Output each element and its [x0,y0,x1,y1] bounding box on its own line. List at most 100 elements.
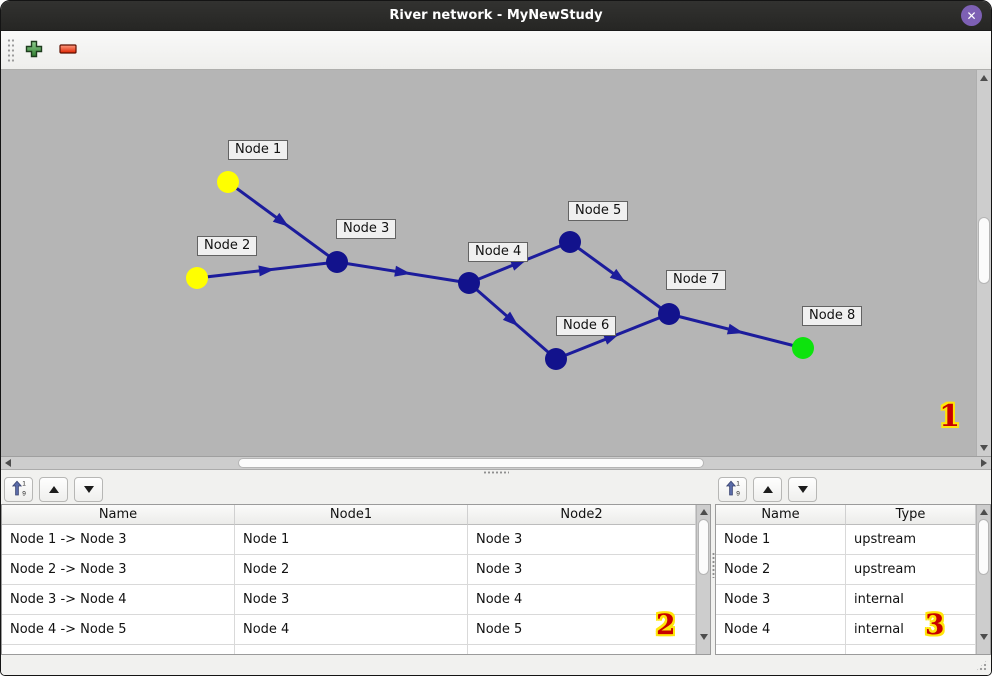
node-label[interactable]: Node 7 [666,270,727,290]
triangle-up-icon [48,485,59,493]
scroll-down-arrow[interactable] [977,441,991,455]
table-cell[interactable]: upstream [846,555,976,585]
scroll-down-arrow[interactable] [697,630,710,644]
column-header[interactable]: Name [2,505,235,525]
scroll-left-arrow[interactable] [1,457,15,469]
table-cell[interactable]: internal [846,615,976,645]
svg-text:1: 1 [22,480,26,487]
table-cell[interactable]: internal [846,585,976,615]
node-label[interactable]: Node 5 [568,201,629,221]
move-up-button[interactable] [753,476,782,502]
scroll-down-arrow[interactable] [977,630,990,644]
table-cell[interactable]: Node 3 [235,585,468,615]
nodes-table-scrollbar[interactable] [976,505,990,654]
table-cell[interactable]: Node 3 [468,555,696,585]
add-button[interactable] [25,40,43,61]
move-down-button[interactable] [74,476,103,502]
table-cell[interactable]: Node 1 [235,525,468,555]
column-header[interactable]: Node2 [468,505,696,525]
table-cell[interactable]: Node 1 -> Node 3 [2,525,235,555]
table-cell[interactable]: upstream [846,525,976,555]
scroll-thumb[interactable] [698,519,709,575]
node-label[interactable]: Node 8 [802,306,863,326]
links-toolbar: 1 9 [1,474,711,504]
triangle-down-icon [980,445,988,451]
resize-grip-icon[interactable] [975,659,988,672]
sort-button[interactable]: 1 9 [4,476,33,502]
node-label[interactable]: Node 4 [468,242,529,262]
remove-button[interactable] [59,43,77,58]
column-header[interactable]: Name [716,505,846,525]
table-cell[interactable]: Node 3 [468,525,696,555]
scroll-up-arrow[interactable] [697,505,710,519]
links-table-scrollbar[interactable] [696,505,710,654]
svg-text:9: 9 [22,490,26,497]
node-label[interactable]: Node 1 [228,140,289,160]
close-button[interactable]: ✕ [961,5,982,26]
move-up-button[interactable] [39,476,68,502]
node-label[interactable]: Node 6 [556,316,617,336]
river-node[interactable] [326,251,348,273]
horizontal-scroll-thumb[interactable] [238,458,704,468]
empty-cell [846,645,976,654]
svg-text:9: 9 [736,490,740,497]
table-cell[interactable]: Node 1 [716,525,846,555]
window-title: River network - MyNewStudy [389,8,603,23]
table-cell[interactable]: Node 4 [468,585,696,615]
river-node[interactable] [559,231,581,253]
river-node[interactable] [545,348,567,370]
river-node[interactable] [658,303,680,325]
table-cell[interactable]: Node 4 [716,615,846,645]
flow-direction-arrow-icon [609,268,626,283]
triangle-up-icon [980,75,988,81]
sort-ascending-icon: 1 9 [10,479,28,500]
canvas-vertical-scrollbar[interactable] [976,70,991,456]
move-down-button[interactable] [788,476,817,502]
column-header[interactable]: Type [846,505,976,525]
table-cell[interactable]: Node 3 [716,585,846,615]
river-network-canvas[interactable]: Node 1 Node 2 Node 3 Node 4 Node 5 Node 6 Node… [1,70,976,456]
toolbar-drag-handle[interactable] [7,38,14,62]
scroll-right-arrow[interactable] [977,457,991,469]
river-node[interactable] [217,171,239,193]
table-cell[interactable]: Node 2 [235,555,468,585]
nodes-toolbar: 1 9 [715,474,991,504]
minus-icon [59,43,77,58]
empty-cell [716,645,846,654]
river-node[interactable] [458,272,480,294]
table-cell[interactable]: Node 2 [716,555,846,585]
scroll-up-arrow[interactable] [977,71,991,85]
vertical-scroll-thumb[interactable] [978,217,990,284]
canvas-horizontal-scrollbar[interactable] [1,456,991,469]
river-node[interactable] [792,337,814,359]
vertical-splitter[interactable] [711,474,715,656]
sort-button[interactable]: 1 9 [718,476,747,502]
horizontal-splitter[interactable] [1,469,991,474]
triangle-right-icon [981,459,987,467]
river-node[interactable] [186,267,208,289]
table-cell[interactable]: Node 4 [235,615,468,645]
node-label[interactable]: Node 3 [336,219,397,239]
node-label[interactable]: Node 2 [197,236,258,256]
scroll-thumb[interactable] [978,519,989,575]
table-cell[interactable]: Node 3 -> Node 4 [2,585,235,615]
table-cell[interactable]: Node 4 -> Node 5 [2,615,235,645]
network-svg [186,171,814,370]
column-header[interactable]: Node1 [235,505,468,525]
triangle-left-icon [5,459,11,467]
scroll-up-arrow[interactable] [977,505,990,519]
table-cell[interactable]: Node 2 -> Node 3 [2,555,235,585]
table-cell[interactable]: Node 5 [468,615,696,645]
